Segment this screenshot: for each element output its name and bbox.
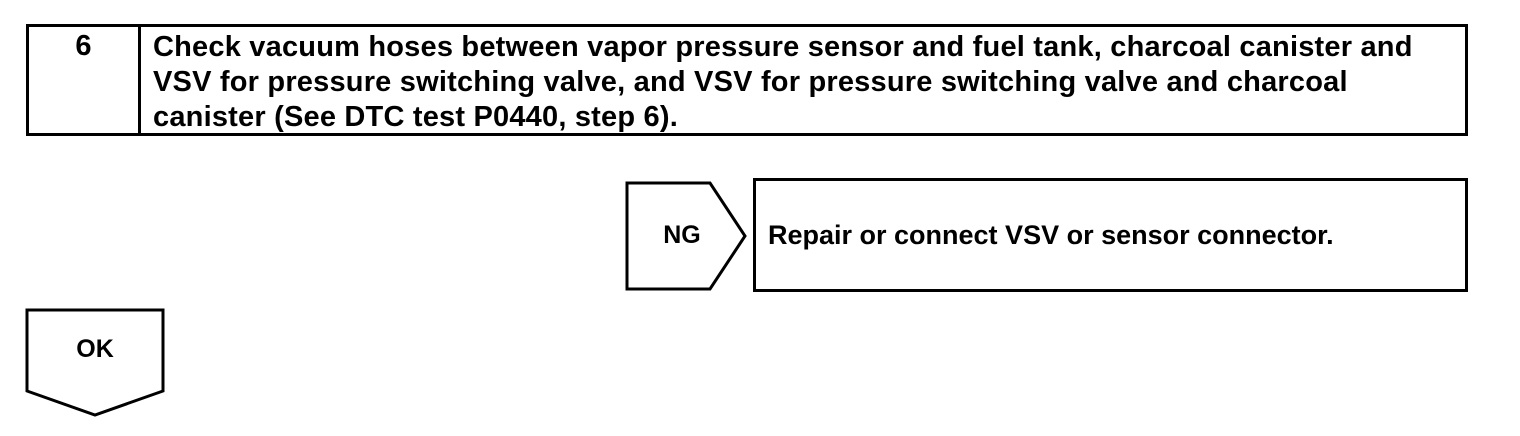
- inspection-step-box: 6 Check vacuum hoses between vapor press…: [26, 24, 1468, 136]
- ng-action-box: Repair or connect VSV or sensor connecto…: [753, 178, 1468, 292]
- ok-arrow-shape: [25, 308, 165, 417]
- ng-action-text: Repair or connect VSV or sensor connecto…: [768, 219, 1334, 250]
- step-number: 6: [29, 27, 141, 133]
- ok-label: OK: [76, 335, 114, 363]
- ng-label: NG: [663, 221, 701, 249]
- step-instruction: Check vacuum hoses between vapor pressur…: [153, 31, 1413, 133]
- ng-arrow-shape: [625, 181, 747, 291]
